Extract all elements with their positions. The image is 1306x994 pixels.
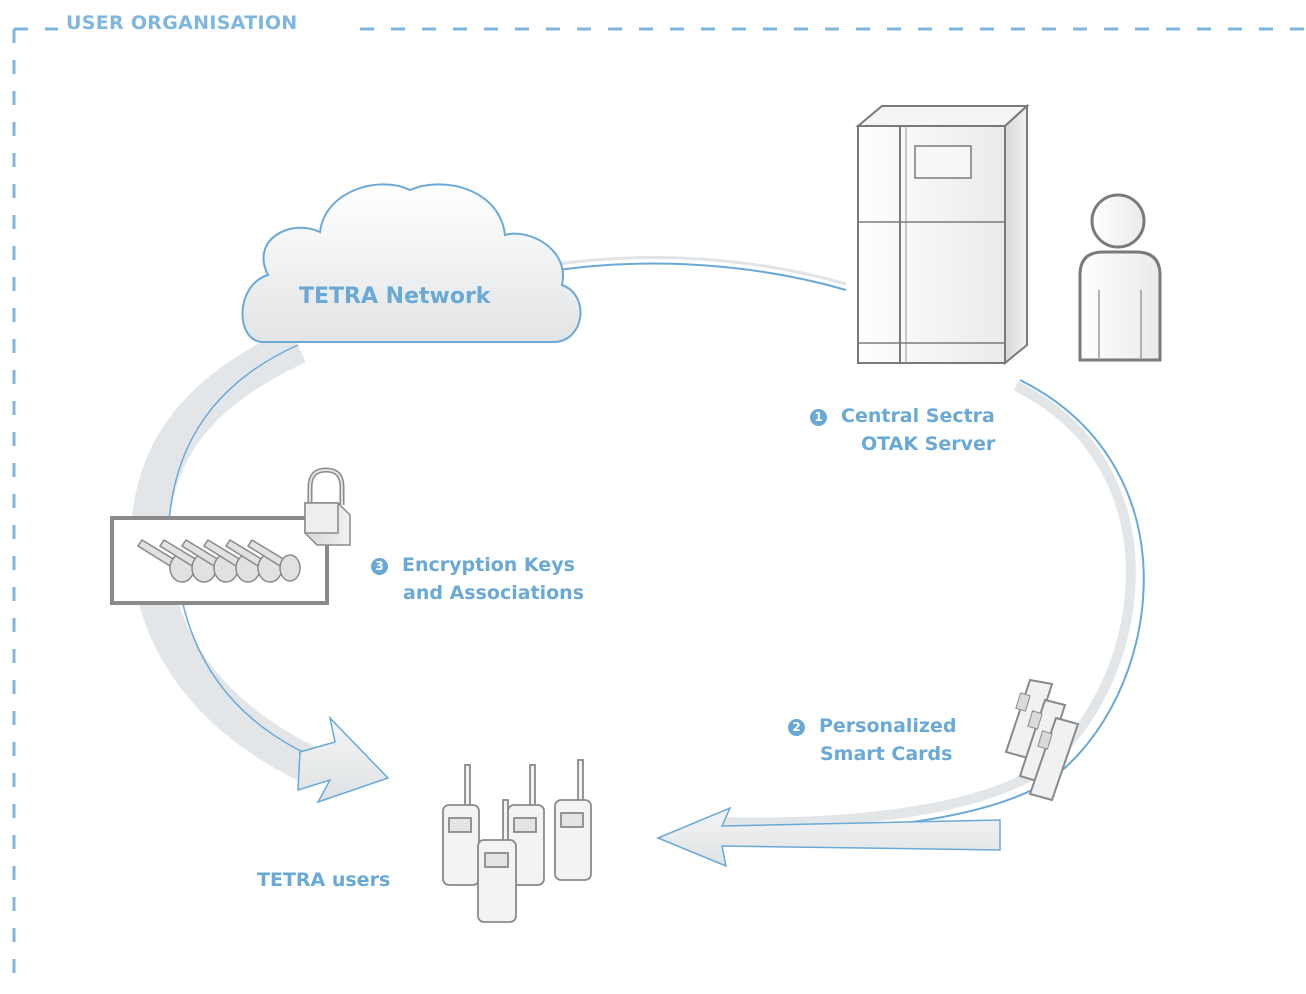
tetra-network-cloud: [241, 183, 582, 343]
step-1-line2: OTAK Server: [861, 433, 996, 455]
network-server-link: [544, 256, 847, 291]
organisation-frame: [12, 27, 1306, 990]
step-2-line2: Smart Cards: [820, 743, 953, 765]
radio-handset: [507, 764, 545, 886]
network-label: TETRA Network: [299, 284, 491, 309]
users-label: TETRA users: [257, 869, 391, 891]
step-3-line2: and Associations: [403, 582, 585, 604]
tetra-radios-icon: [442, 759, 592, 923]
step-3-number: 3: [371, 558, 388, 575]
step-2-label: 2 Personalized Smart Cards: [788, 712, 956, 768]
step-2-number: 2: [788, 719, 805, 736]
step-2-line1: Personalized: [819, 715, 957, 737]
otak-server-icon: [855, 103, 1030, 366]
organisation-title: USER ORGANISATION: [64, 12, 300, 34]
radio-handset: [554, 759, 592, 881]
radio-handset: [442, 764, 480, 886]
step-1-line1: Central Sectra: [841, 405, 995, 427]
smart-cards-icon: [1004, 678, 1080, 802]
radio-handset: [477, 799, 517, 923]
step-3-line1: Encryption Keys: [402, 554, 575, 576]
operator-person-icon: [1078, 193, 1162, 362]
step-1-label: 1 Central Sectra OTAK Server: [810, 402, 995, 458]
encryption-keys-icon: [110, 467, 351, 605]
step-3-label: 3 Encryption Keys and Associations: [371, 551, 584, 607]
step-1-number: 1: [810, 409, 827, 426]
